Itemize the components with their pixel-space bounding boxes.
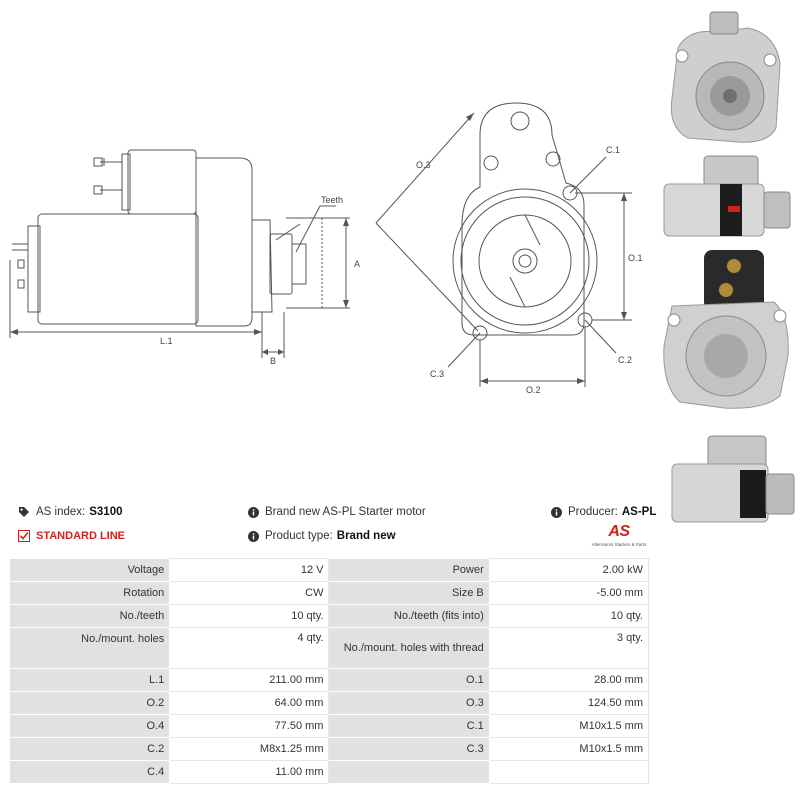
spec-value: 12 V [169,558,330,582]
as-index-value: S3100 [89,506,123,518]
description-text: Brand new AS-PL Starter motor [265,506,426,518]
spec-key: L.1 [8,668,171,692]
table-row: Rotation CW Size B -5.00 mm [8,581,650,605]
spec-value: 10 qty. [169,604,330,628]
table-row: C.4 11.00 mm [8,760,650,784]
product-type-label: Product type: [265,530,333,542]
dimension-c1-label: C.1 [606,145,620,155]
spec-key: No./teeth (fits into) [328,604,490,628]
info-icon [248,530,259,542]
spec-value: 11.00 mm [169,760,330,784]
spec-key: C.3 [328,737,490,761]
specs-table: Voltage 12 V Power 2.00 kW Rotation CW S… [8,558,650,784]
as-index-label: AS index: [36,506,86,518]
dimension-b-label: B [270,356,276,366]
product-photo-side-1 [663,155,791,237]
spec-value: 2.00 kW [488,558,650,582]
logo-tagline: Alternators Starters & Parts [591,542,647,547]
spec-value: M10x1.5 mm [488,714,650,738]
dimension-o3-label: O.3 [416,160,431,170]
table-row: C.2 M8x1.25 mm C.3 M10x1.5 mm [8,737,650,761]
spec-value: 211.00 mm [169,668,330,692]
spec-value: -5.00 mm [488,581,650,605]
spec-key: No./mount. holes [8,627,171,669]
spec-value: 77.50 mm [169,714,330,738]
spec-key: O.4 [8,714,171,738]
spec-value: M8x1.25 mm [169,737,330,761]
spec-key: Size B [328,581,490,605]
spec-key [328,760,490,784]
product-photo-side-2 [671,435,795,523]
tag-icon [19,507,29,517]
dimension-a-label: A [354,259,360,269]
spec-key: Voltage [8,558,171,582]
spec-value: 3 qty. [488,627,650,669]
spec-key: No./mount. holes with thread [328,627,490,669]
as-index-row: AS index: S3100 [18,506,123,518]
table-row: O.4 77.50 mm C.1 M10x1.5 mm [8,714,650,738]
spec-value: M10x1.5 mm [488,737,650,761]
producer-label: Producer: [568,506,618,518]
spec-key: C.1 [328,714,490,738]
checkbox-checked-icon [18,530,30,542]
spec-key: No./teeth [8,604,171,628]
table-row: O.2 64.00 mm O.3 124.50 mm [8,691,650,715]
spec-key: Rotation [8,581,171,605]
spec-value: 124.50 mm [488,691,650,715]
dimension-o1-label: O.1 [628,253,643,263]
spec-value: 64.00 mm [169,691,330,715]
description-row: Brand new AS-PL Starter motor [248,506,426,518]
table-row: Voltage 12 V Power 2.00 kW [8,558,650,582]
standard-line-row: STANDARD LINE [18,530,125,542]
spec-value: 28.00 mm [488,668,650,692]
table-row: No./mount. holes 4 qty. No./mount. holes… [8,627,650,669]
spec-value: 10 qty. [488,604,650,628]
product-type-value: Brand new [336,530,396,542]
spec-key: O.1 [328,668,490,692]
side-view-drawing: Teeth A L.1 B [9,149,360,366]
producer-value: AS-PL [621,506,657,518]
product-photo-back [663,250,789,409]
dimension-o2-label: O.2 [526,385,541,395]
spec-value [488,760,650,784]
front-view-drawing: O.3 C.1 O.1 C.2 C.3 O.2 [375,102,643,395]
spec-value: CW [169,581,330,605]
spec-key: Power [328,558,490,582]
producer-row: Producer: AS-PL [551,506,656,518]
dimension-c3-label: C.3 [430,369,444,379]
info-icon [551,506,562,518]
spec-value: 4 qty. [169,627,330,669]
producer-logo: AS Alternators Starters & Parts [588,524,650,554]
table-row: L.1 211.00 mm O.1 28.00 mm [8,668,650,692]
info-icon [248,506,259,518]
table-row: No./teeth 10 qty. No./teeth (fits into) … [8,604,650,628]
standard-line-label: STANDARD LINE [36,530,126,542]
spec-key: O.2 [8,691,171,715]
dimension-c2-label: C.2 [618,355,632,365]
logo-mark: AS [608,523,630,540]
teeth-label: Teeth [321,195,343,205]
spec-key: O.3 [328,691,490,715]
product-photo-front [670,11,781,143]
dimension-l1-label: L.1 [160,336,173,346]
spec-key: C.4 [8,760,171,784]
spec-key: C.2 [8,737,171,761]
product-type-row: Product type: Brand new [248,530,396,542]
